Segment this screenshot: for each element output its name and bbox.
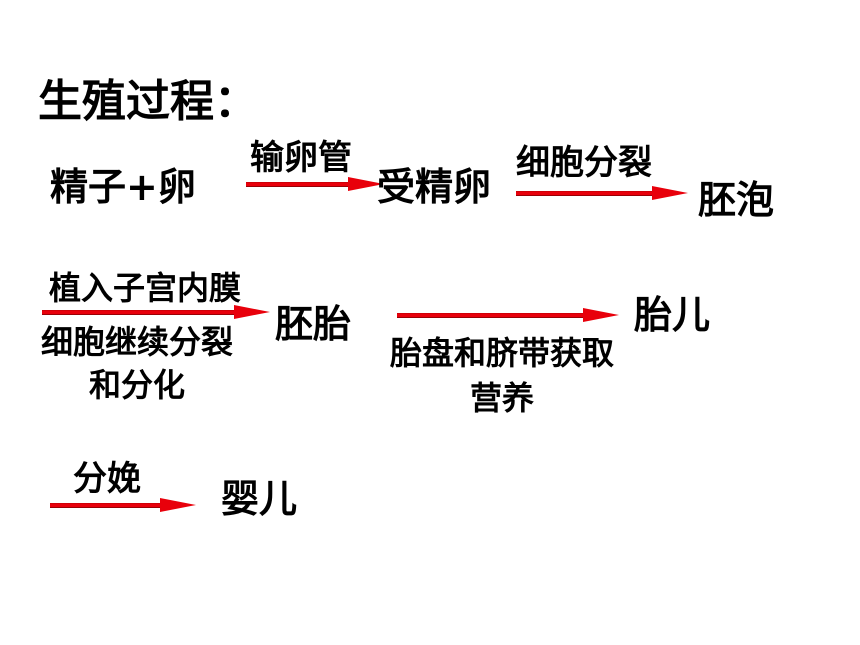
fetus-label: 胎儿 — [634, 293, 711, 337]
arrow-shaft — [42, 309, 236, 315]
childbirth-label: 分娩 — [73, 459, 141, 499]
implantation-label: 植入子宫内膜 — [48, 269, 241, 307]
arrow-embryo-to-fetus — [397, 307, 619, 323]
arrow-zygote-to-blastocyst — [516, 185, 688, 201]
continued-division-label: 细胞继续分裂 — [40, 323, 233, 361]
arrow-sperm-to-zygote — [246, 176, 384, 192]
placenta-nutrition-label: 胎盘和脐带获取 — [389, 334, 614, 372]
arrow-head — [348, 177, 384, 191]
arrow-shaft — [516, 190, 654, 196]
oviduct-label: 输卵管 — [250, 138, 352, 178]
arrow-shaft — [50, 502, 162, 508]
blastocyst-label: 胚泡 — [698, 178, 775, 222]
arrow-head — [160, 498, 196, 512]
arrow-shaft — [246, 181, 350, 187]
arrow-head — [583, 308, 619, 322]
embryo-label: 胚胎 — [275, 302, 352, 346]
arrow-blastocyst-to-embryo — [42, 304, 270, 320]
infant-label: 婴儿 — [221, 477, 298, 521]
arrow-shaft — [397, 312, 585, 318]
differentiation-label: 和分化 — [88, 366, 185, 404]
arrow-fetus-to-infant — [50, 497, 196, 513]
cell-division-label: 细胞分裂 — [516, 143, 652, 183]
arrow-head — [234, 305, 270, 319]
sperm-egg-label: 精子+卵 — [50, 165, 196, 209]
slide-title: 生殖过程： — [38, 76, 258, 127]
zygote-label: 受精卵 — [377, 165, 492, 209]
nutrition-label: 营养 — [469, 379, 534, 417]
arrow-head — [652, 186, 688, 200]
